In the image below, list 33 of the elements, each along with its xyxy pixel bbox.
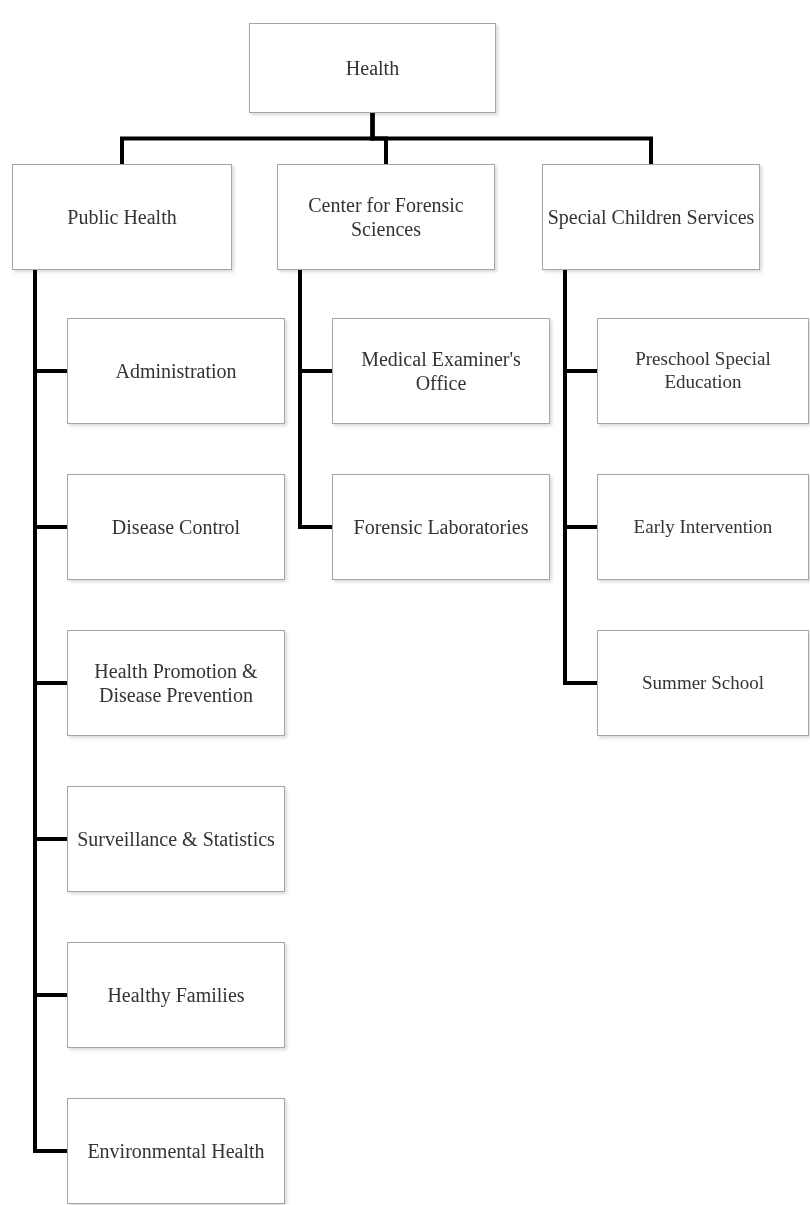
box-label: Forensic Laboratories (353, 515, 529, 539)
org-box (597, 630, 809, 736)
org-box (249, 23, 496, 113)
org-box (597, 474, 809, 580)
org-box (597, 318, 809, 424)
box-label: Health (345, 56, 400, 80)
org-box (277, 164, 495, 270)
box-label: Public Health (67, 205, 177, 229)
box-label: Healthy Families (107, 983, 245, 1007)
org-box (332, 318, 550, 424)
org-box (67, 630, 285, 736)
box-label: Medical Examiner's Office (360, 347, 522, 395)
org-box (67, 1098, 285, 1204)
org-box (67, 474, 285, 580)
connector-line (298, 270, 332, 529)
box-label: Surveillance & Statistics (77, 827, 275, 851)
box-label: Special Children Services (547, 205, 755, 229)
org-box (12, 164, 232, 270)
org-box (67, 318, 285, 424)
box-label: Early Intervention (633, 515, 773, 539)
org-box (542, 164, 760, 270)
box-label: Center for Forensic Sciences (307, 193, 465, 241)
box-label: Preschool Special Education (634, 348, 772, 394)
box-label: Environmental Health (87, 1139, 265, 1163)
box-label: Administration (115, 359, 237, 383)
org-box (332, 474, 550, 580)
box-label: Health Promotion & Disease Prevention (93, 659, 259, 707)
connector-line (563, 270, 597, 685)
connector-line (370, 113, 653, 164)
org-box (67, 942, 285, 1048)
box-label: Disease Control (111, 515, 241, 539)
org-box (67, 786, 285, 892)
box-label: Summer School (642, 671, 764, 695)
